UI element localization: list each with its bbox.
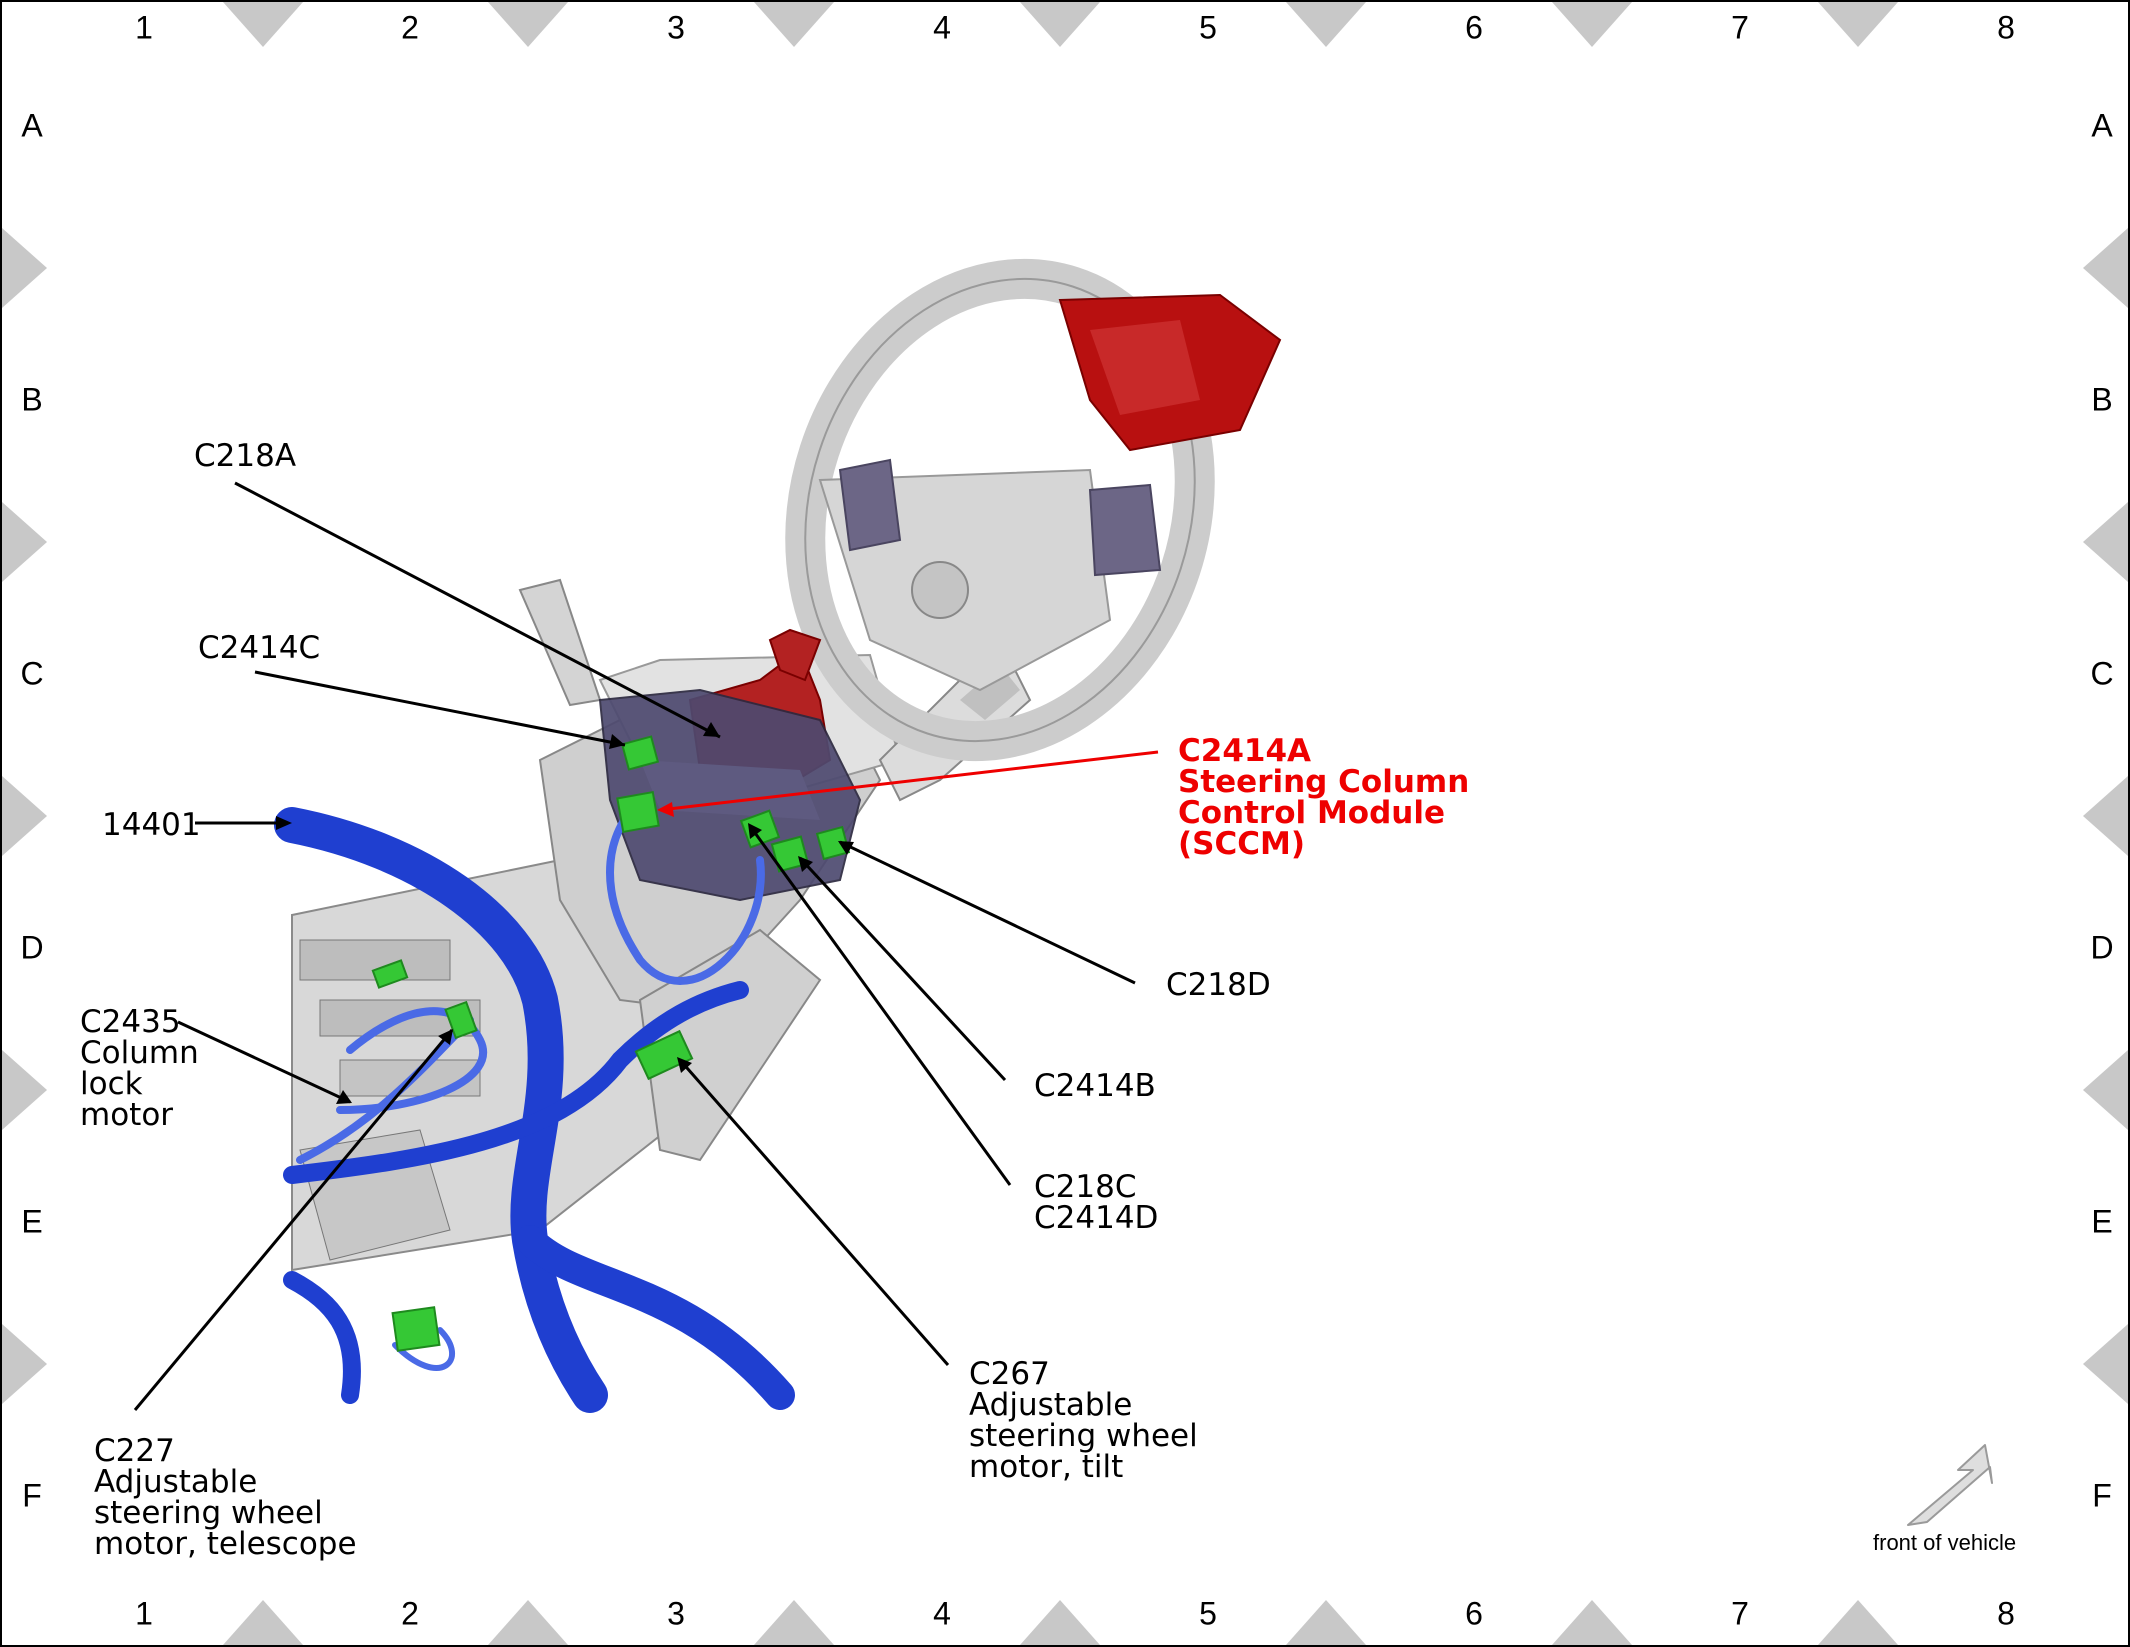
grid-row-left-a: A	[21, 107, 43, 144]
callout-c227: C227 Adjustable steering wheel motor, te…	[94, 1433, 357, 1562]
grid-column-top-1: 1	[135, 9, 153, 46]
grid-column-bottom-5: 5	[1199, 1595, 1217, 1632]
grid-column-bottom-7: 7	[1731, 1595, 1749, 1632]
grid-row-right-a: A	[2091, 107, 2113, 144]
front-of-vehicle-arrow-icon	[1907, 1444, 1993, 1526]
grid-column-top-8: 8	[1997, 9, 2015, 46]
grid-row-left-f: F	[22, 1477, 42, 1514]
sccm-leader-line	[659, 750, 1159, 812]
grid-column-top-2: 2	[401, 9, 419, 46]
grid-row-left-e: E	[21, 1203, 43, 1240]
grid-column-bottom-2: 2	[401, 1595, 419, 1632]
callout-14401: 14401	[102, 807, 201, 843]
airbag-module	[1058, 293, 1282, 452]
grid-row-right-b: B	[2091, 381, 2113, 418]
grid-row-left-b: B	[21, 381, 43, 418]
callout-c2435: C2435 Column lock motor	[80, 1004, 199, 1133]
callout-c2414c: C2414C	[198, 630, 321, 666]
leader-arrowheads	[276, 722, 854, 1104]
grid-column-bottom-6: 6	[1465, 1595, 1483, 1632]
callout-c218d: C218D	[1166, 967, 1271, 1003]
grid-column-top-4: 4	[933, 9, 951, 46]
steering-wheel	[785, 258, 1215, 762]
grid-column-top-3: 3	[667, 9, 685, 46]
callout-c267: C267 Adjustable steering wheel motor, ti…	[969, 1356, 1198, 1485]
callout-c2414b: C2414B	[1034, 1068, 1156, 1104]
grid-column-bottom-4: 4	[933, 1595, 951, 1632]
grid-column-bottom-3: 3	[667, 1595, 685, 1632]
grid-row-right-c: C	[2090, 655, 2114, 692]
grid-column-bottom-8: 8	[1997, 1595, 2015, 1632]
grid-column-bottom-1: 1	[135, 1595, 153, 1632]
grid-column-top-6: 6	[1465, 9, 1483, 46]
grid-row-right-d: D	[2090, 929, 2114, 966]
callout-c218a: C218A	[194, 438, 297, 474]
grid-row-right-f: F	[2092, 1477, 2112, 1514]
wiring-harness	[274, 796, 795, 1413]
connectors	[371, 735, 851, 1352]
front-of-vehicle-label: front of vehicle	[1873, 1530, 2017, 1555]
grid-row-left-c: C	[20, 655, 44, 692]
leader-lines	[133, 481, 1136, 1411]
callout-c218c-c2414d: C218C C2414D	[1034, 1169, 1159, 1236]
grid-column-top-5: 5	[1199, 9, 1217, 46]
callout-c2414a-sccm: C2414A Steering Column Control Module (S…	[1178, 733, 1470, 862]
grid-column-top-7: 7	[1731, 9, 1749, 46]
grid-row-right-e: E	[2091, 1203, 2113, 1240]
grid-row-left-d: D	[20, 929, 44, 966]
